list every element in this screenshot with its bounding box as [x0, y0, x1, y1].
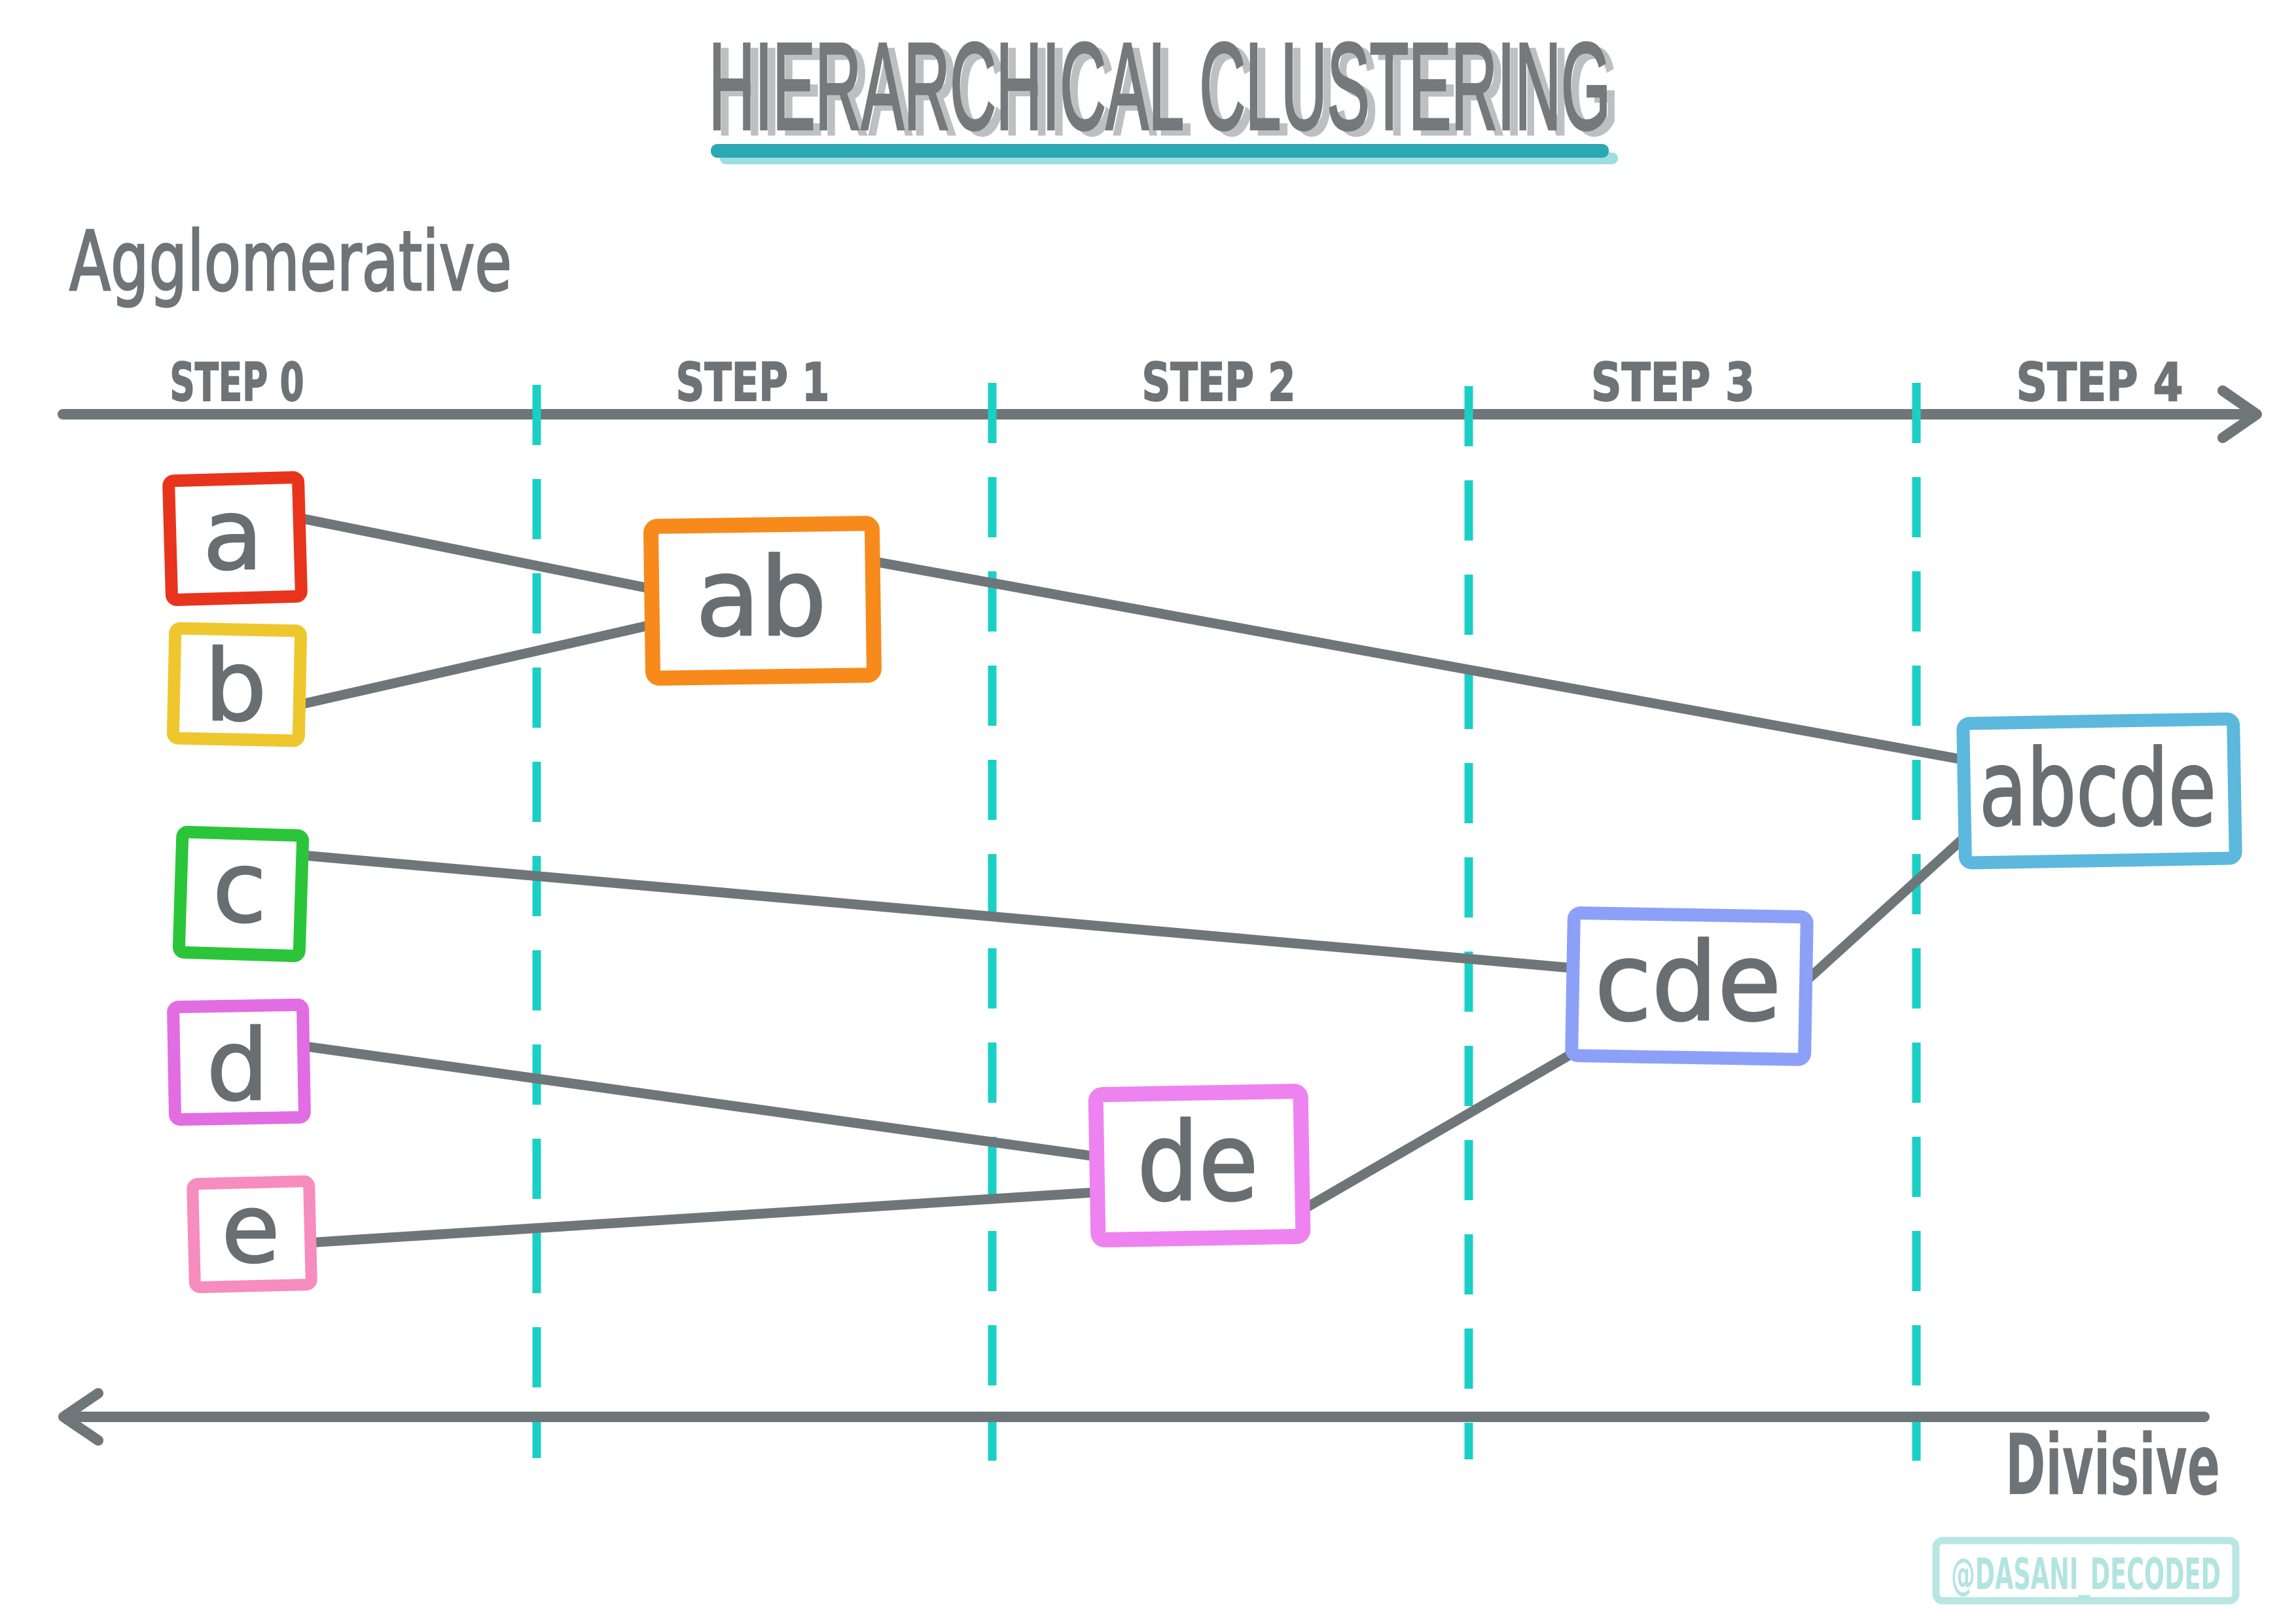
step-label-1: STEP 1: [676, 353, 830, 414]
edge-cde-abcde: [1799, 826, 1977, 988]
node-ab-box: [643, 516, 882, 686]
edge-ab-abcde: [865, 556, 1977, 766]
step-label-0: STEP 0: [170, 353, 304, 414]
divisive-label: Divisive: [2005, 1417, 2220, 1514]
node-ab-label: ab: [696, 535, 827, 660]
step-label-4: STEP 4: [2017, 353, 2183, 414]
node-c-label: c: [213, 831, 266, 945]
edge-c-cde: [291, 849, 1584, 974]
node-d-box: [167, 998, 311, 1126]
step-label-2: STEP 2: [1142, 353, 1296, 414]
bottom-axis: [58, 1388, 2210, 1446]
edge-de-cde: [1295, 1044, 1585, 1217]
node-d-label: d: [206, 1009, 268, 1123]
watermark: @DASANI_DECODED: [1932, 1537, 2240, 1605]
node-c-box: [172, 825, 310, 963]
step-label-3: STEP 3: [1591, 353, 1755, 414]
node-c: c: [172, 825, 310, 963]
node-abcde-label: abcde: [1979, 727, 2216, 849]
node-cde-box: [1565, 906, 1814, 1066]
node-e-box: [187, 1175, 317, 1293]
node-b-label: b: [204, 630, 266, 743]
node-d: d: [167, 998, 311, 1126]
node-de: de: [1088, 1083, 1311, 1248]
node-de-box: [1088, 1083, 1311, 1248]
node-ab: ab: [643, 516, 882, 686]
node-de-label: de: [1138, 1099, 1259, 1225]
edge-e-de: [302, 1186, 1110, 1248]
node-a-box: [162, 471, 308, 607]
agglomerative-label: Agglomerative: [69, 213, 512, 310]
node-abcde: abcde: [1956, 712, 2242, 870]
edge-d-de: [296, 1041, 1110, 1163]
page-title: HIERARCHICAL CLUSTERING: [709, 18, 1611, 156]
node-cde-label: cde: [1595, 919, 1782, 1045]
node-abcde-box: [1956, 712, 2242, 870]
edge-b-ab: [291, 617, 668, 711]
node-e: e: [187, 1173, 317, 1293]
edge-a-ab: [289, 512, 668, 596]
page-title-shadow: HIERARCHICAL CLUSTERING: [717, 23, 1619, 161]
title-underline: [711, 144, 1609, 158]
top-axis: [58, 385, 2262, 443]
watermark-box: [1932, 1537, 2240, 1605]
node-b: b: [166, 622, 308, 747]
left-arrow-icon: [58, 1388, 103, 1446]
node-a: a: [162, 471, 308, 607]
right-arrow-icon: [2217, 385, 2262, 443]
watermark-text: @DASANI_DECODED: [1951, 1548, 2221, 1599]
node-cde: cde: [1565, 906, 1814, 1066]
node-b-box: [166, 622, 308, 747]
node-a-label: a: [203, 478, 263, 592]
node-e-label: e: [221, 1174, 279, 1285]
